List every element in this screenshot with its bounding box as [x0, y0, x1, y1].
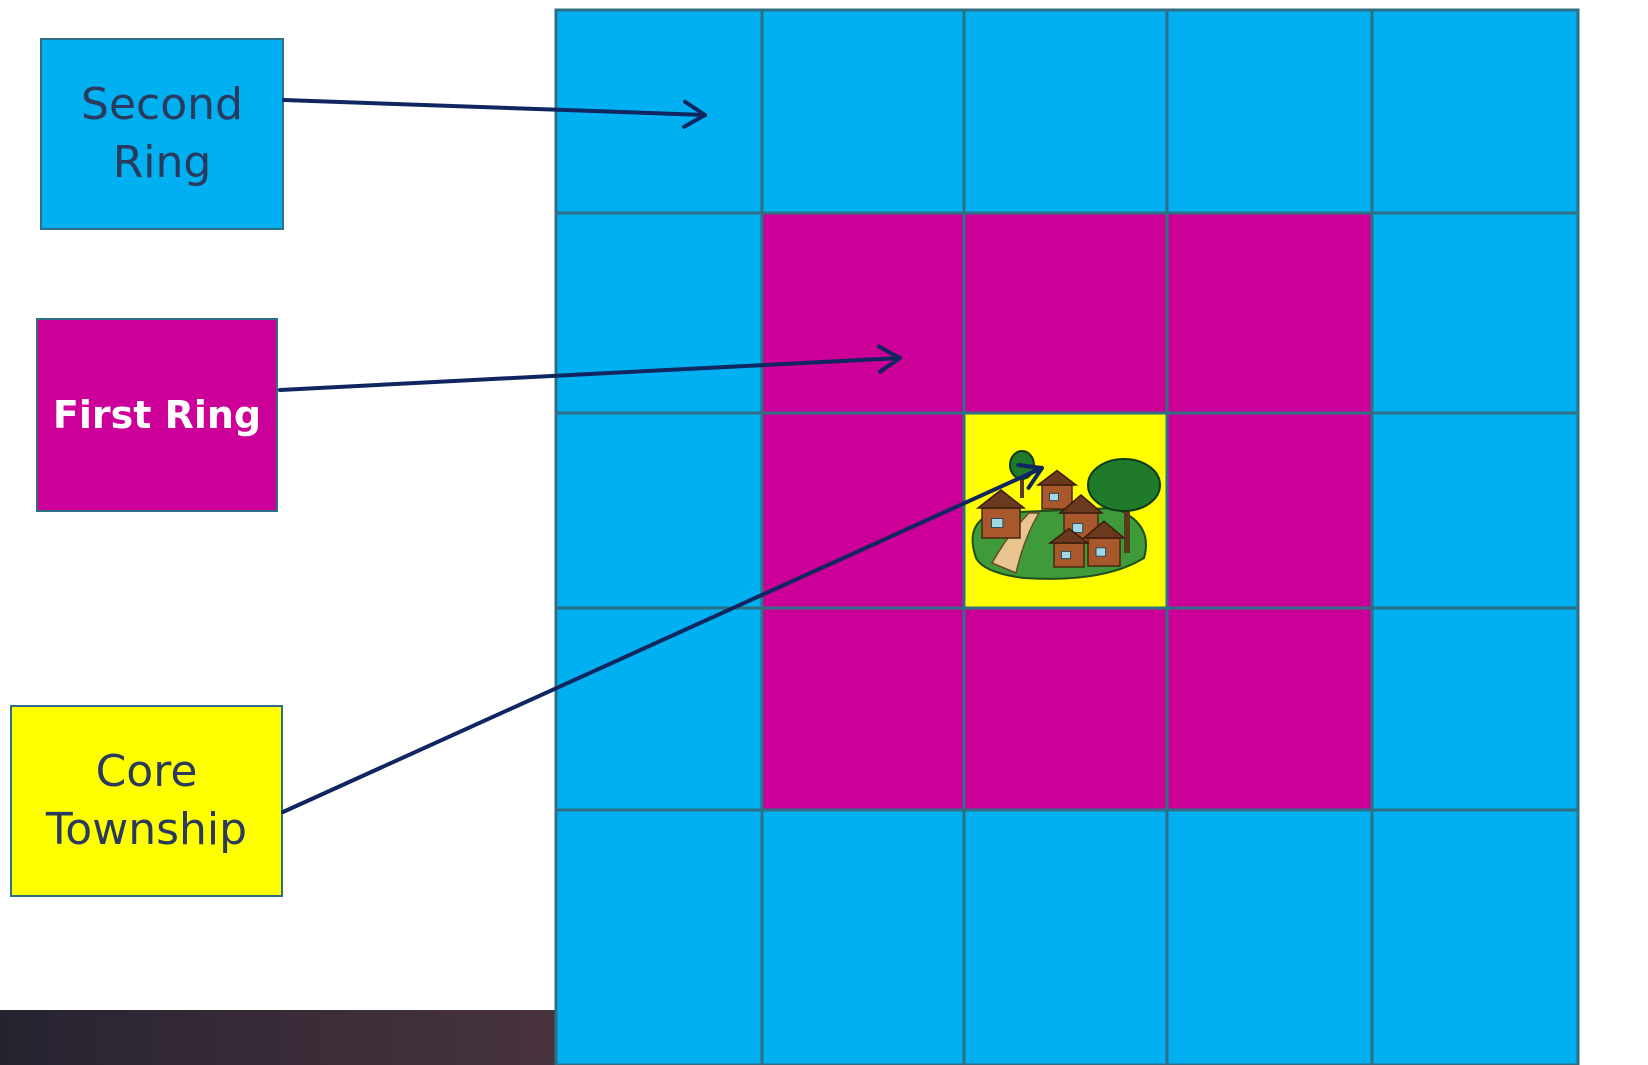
grid-cell-second-r4c5 [1372, 608, 1578, 810]
grid-cell-first-r4c4 [1167, 608, 1372, 810]
grid-cell-second-r1c4 [1167, 10, 1372, 213]
grid-cell-first-r2c3 [964, 213, 1167, 413]
core-township-label-line-1: Core [46, 743, 247, 801]
grid-cell-first-r4c2 [762, 608, 964, 810]
grid-cell-second-r1c3 [964, 10, 1167, 213]
grid-cell-first-r3c2 [762, 413, 964, 608]
core-township-label-box: Core Township [10, 705, 283, 897]
grid-cell-second-r4c1 [556, 608, 762, 810]
grid-cell-second-r2c5 [1372, 213, 1578, 413]
grid-cell-second-r5c5 [1372, 810, 1578, 1065]
grid-cell-second-r5c2 [762, 810, 964, 1065]
second-ring-label-line-1: Second [81, 76, 243, 134]
grid-cell-second-r5c1 [556, 810, 762, 1065]
grid-cell-first-r2c2 [762, 213, 964, 413]
grid-cell-second-r5c3 [964, 810, 1167, 1065]
grid-cell-second-r1c5 [1372, 10, 1578, 213]
grid-cell-first-r4c3 [964, 608, 1167, 810]
grid-cell-second-r2c1 [556, 213, 762, 413]
second-ring-label-box: Second Ring [40, 38, 284, 230]
grid-cell-second-r1c2 [762, 10, 964, 213]
grid-cell-first-r3c4 [1167, 413, 1372, 608]
grid-cell-second-r3c1 [556, 413, 762, 608]
second-ring-label-line-2: Ring [81, 134, 243, 192]
core-township-label-line-2: Township [46, 801, 247, 859]
first-ring-label: First Ring [53, 386, 261, 444]
first-ring-label-box: First Ring [36, 318, 278, 512]
grid-cell-second-r5c4 [1167, 810, 1372, 1065]
grid-cell-first-r2c4 [1167, 213, 1372, 413]
grid-cell-second-r3c5 [1372, 413, 1578, 608]
grid-cell-second-r1c1 [556, 10, 762, 213]
